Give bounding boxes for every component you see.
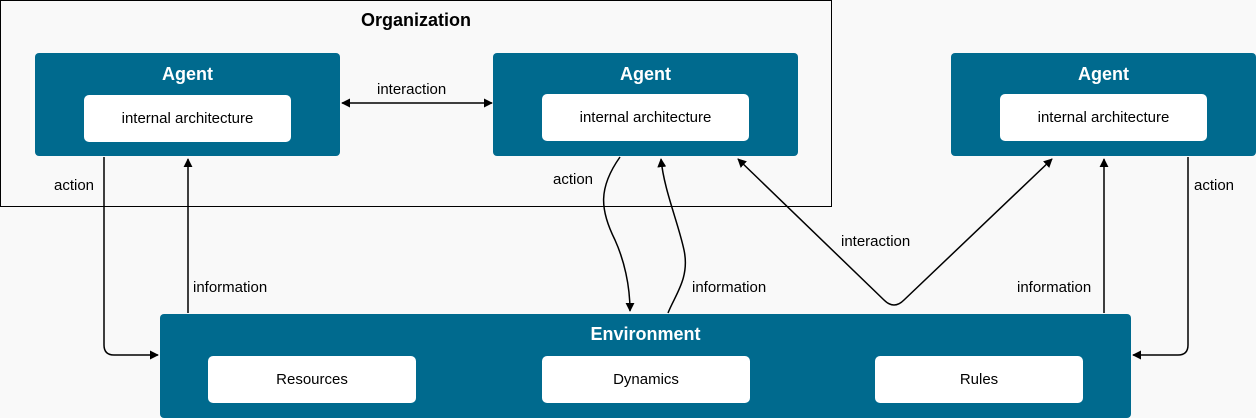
information-label-right: information bbox=[1017, 279, 1092, 296]
interaction-arrow-env bbox=[737, 158, 1053, 306]
agent-title: Agent bbox=[162, 64, 213, 84]
information-label-left: information bbox=[193, 279, 268, 296]
dynamics-box: Dynamics bbox=[542, 356, 750, 403]
environment-box: Environment Resources Dynamics Rules bbox=[160, 314, 1131, 418]
internal-architecture-box: internal architecture bbox=[84, 95, 291, 142]
action-arrow-left bbox=[103, 157, 159, 360]
organization-boundary bbox=[0, 0, 832, 207]
interaction-label-bottom: interaction bbox=[841, 233, 911, 250]
action-label-right: action bbox=[1194, 177, 1235, 194]
internal-architecture-box: internal architecture bbox=[542, 94, 749, 141]
information-label-middle: information bbox=[692, 279, 767, 296]
action-label-left: action bbox=[54, 177, 95, 194]
agent-title: Agent bbox=[620, 64, 671, 84]
agent-box-middle: Agent internal architecture bbox=[493, 53, 798, 156]
internal-architecture-box: internal architecture bbox=[1000, 94, 1207, 141]
environment-title: Environment bbox=[590, 324, 701, 344]
agent-title: Agent bbox=[1078, 64, 1129, 84]
rules-box: Rules bbox=[875, 356, 1083, 403]
information-arrow-middle bbox=[657, 158, 687, 314]
action-label-middle: action bbox=[553, 171, 594, 188]
agent-box-right: Agent internal architecture bbox=[951, 53, 1256, 156]
organization-title: Organization bbox=[360, 10, 471, 30]
agent-box-left: Agent internal architecture bbox=[35, 53, 340, 156]
interaction-label-top: interaction bbox=[377, 81, 447, 98]
action-arrow-middle bbox=[602, 156, 635, 312]
resources-box: Resources bbox=[208, 356, 416, 403]
action-arrow-right bbox=[1132, 157, 1189, 360]
